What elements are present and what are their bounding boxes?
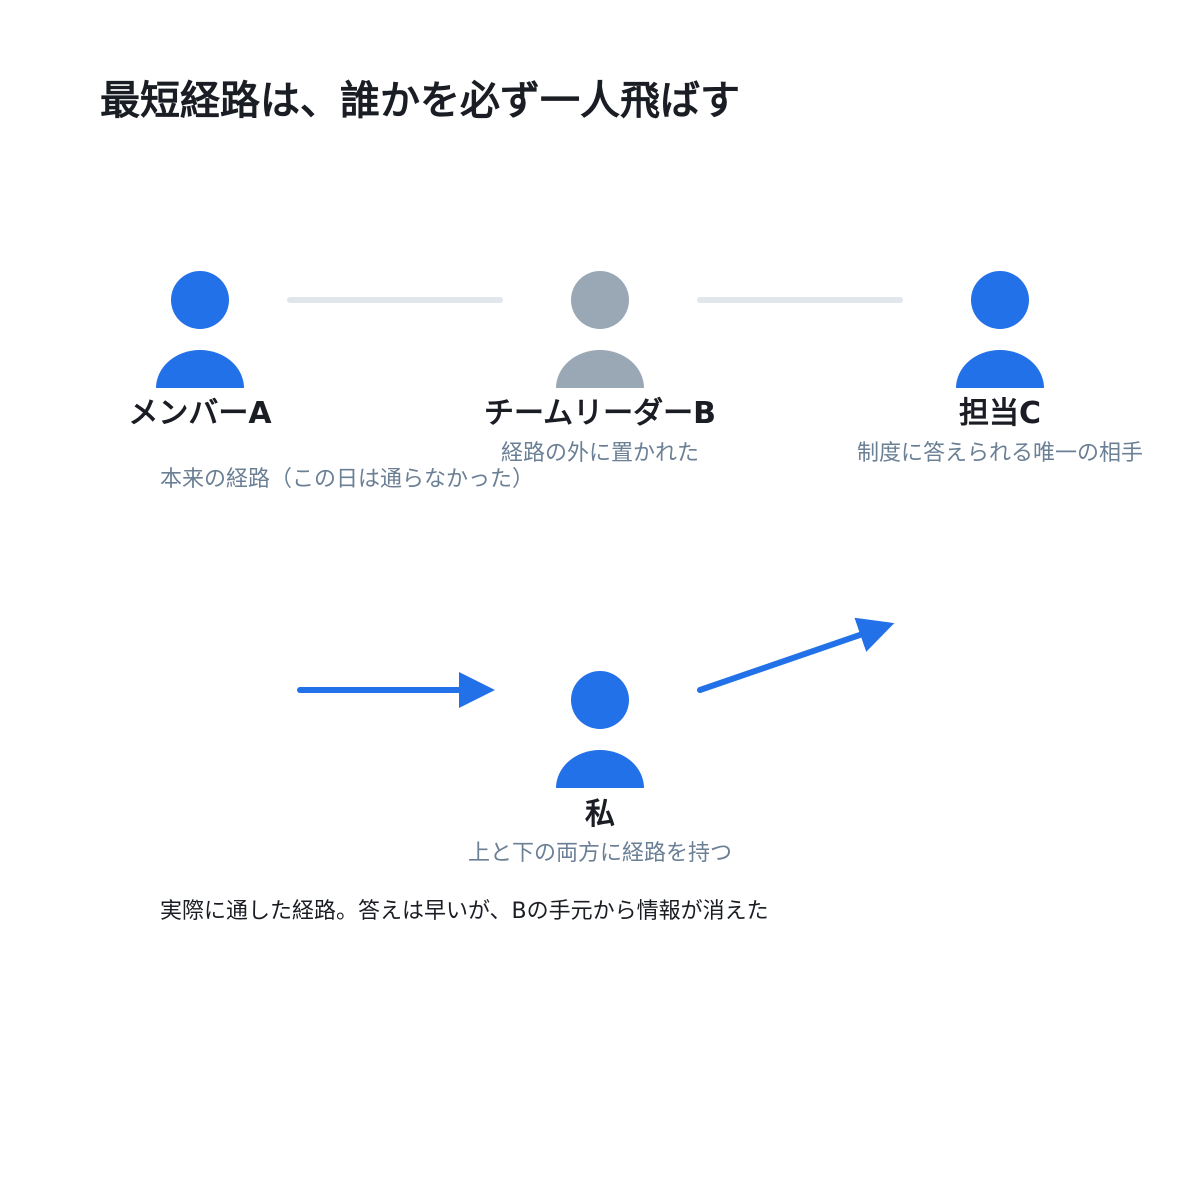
person-icon (556, 671, 644, 788)
actual-route-arrow-to-c (697, 617, 895, 693)
normal-route-note: 本来の経路（この日は通らなかった） (160, 467, 535, 492)
leader-b-name: チームリーダーB (484, 396, 716, 431)
me-name: 私 (585, 797, 615, 832)
person-icon (556, 271, 644, 388)
actual-route-note: 実際に通した経路。答えは早いが、Bの手元から情報が消えた (160, 899, 769, 924)
me-caption: 上と下の両方に経路を持つ (467, 841, 733, 866)
person-icon (956, 271, 1044, 388)
leader-b-caption: 経路の外に置かれた (500, 441, 700, 466)
contact-c-name: 担当C (958, 396, 1042, 431)
member-a-name: メンバーA (128, 396, 272, 431)
page-title: 最短経路は、誰かを必ず一人飛ばす (100, 78, 740, 124)
contact-c-caption: 制度に答えられる唯一の相手 (856, 441, 1144, 466)
person-icon (156, 271, 244, 388)
